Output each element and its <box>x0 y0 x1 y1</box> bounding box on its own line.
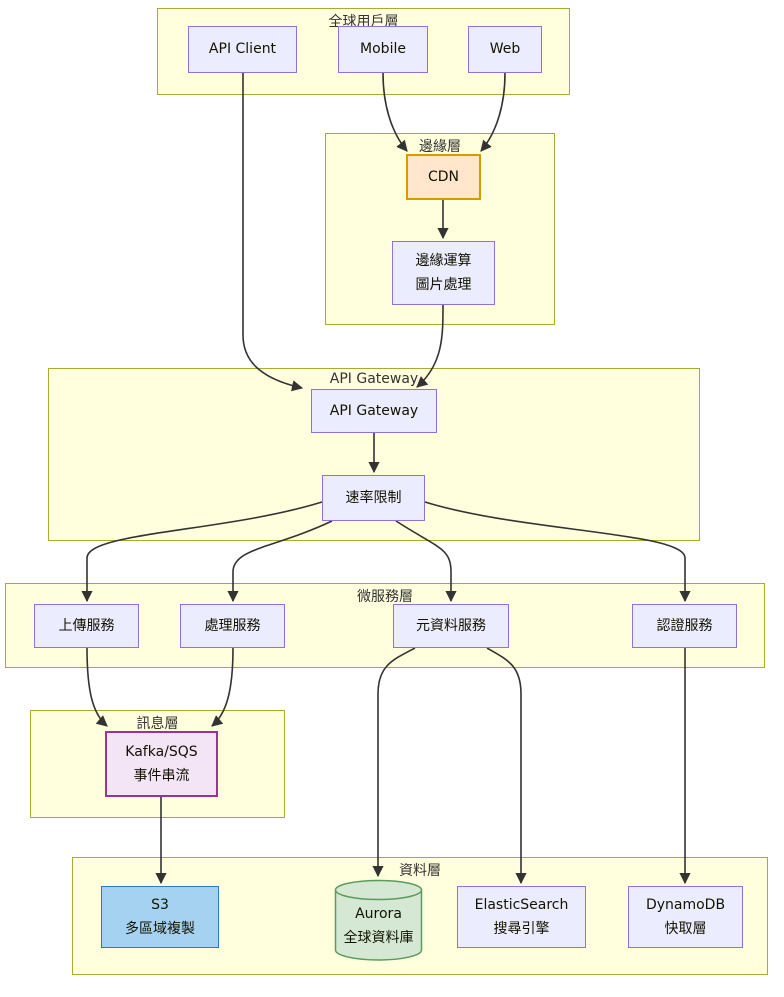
node-api-gateway: API Gateway <box>311 389 437 433</box>
node-rate-limit-label: 速率限制 <box>345 489 402 506</box>
node-elasticsearch: ElasticSearch 搜尋引擎 <box>457 886 586 948</box>
node-edge-compute-line1: 邊緣運算 <box>415 252 472 269</box>
node-dynamodb: DynamoDB 快取層 <box>628 886 743 948</box>
node-cdn: CDN <box>406 154 481 200</box>
node-mobile-label: Mobile <box>360 41 406 58</box>
node-web-label: Web <box>489 41 521 58</box>
node-api-client-label: API Client <box>208 41 277 58</box>
layer-gateway-title: API Gateway <box>329 371 419 387</box>
node-metadata-service-label: 元資料服務 <box>416 617 486 634</box>
node-elasticsearch-line2: 搜尋引擎 <box>493 921 550 937</box>
node-dynamodb-line2: 快取層 <box>664 921 707 937</box>
edge-api-client-to-api-gateway <box>242 73 304 392</box>
node-auth-service: 認證服務 <box>632 604 737 648</box>
node-elasticsearch-line1: ElasticSearch <box>474 896 569 913</box>
node-auth-service-label: 認證服務 <box>656 617 713 634</box>
node-upload-service: 上傳服務 <box>34 604 139 648</box>
node-kafka-sqs-line1: Kafka/SQS <box>125 743 198 760</box>
node-dynamodb-line1: DynamoDB <box>645 896 726 913</box>
node-upload-service-label: 上傳服務 <box>58 617 115 634</box>
layer-data-title: 資料層 <box>399 863 441 879</box>
layer-messaging-title: 訊息層 <box>136 716 179 732</box>
node-edge-compute-line2: 圖片處理 <box>415 277 472 293</box>
node-processing-service-label: 處理服務 <box>204 617 261 634</box>
node-aurora-text: Aurora 全球資料庫 <box>344 892 414 951</box>
node-processing-service: 處理服務 <box>180 604 285 648</box>
node-aurora-line1: Aurora <box>355 905 402 922</box>
node-metadata-service: 元資料服務 <box>393 604 509 648</box>
node-aurora-line2: 全球資料庫 <box>343 930 414 946</box>
node-kafka-sqs-line2: 事件串流 <box>133 768 190 784</box>
node-cdn-label: CDN <box>427 168 460 185</box>
node-api-client: API Client <box>188 26 297 73</box>
node-mobile: Mobile <box>338 26 428 73</box>
node-s3-line1: S3 <box>151 896 169 913</box>
node-aurora: Aurora 全球資料庫 <box>334 879 423 963</box>
node-rate-limit: 速率限制 <box>322 475 425 521</box>
node-s3-line2: 多區域複製 <box>125 921 195 937</box>
node-web: Web <box>468 26 542 73</box>
node-edge-compute: 邊緣運算 圖片處理 <box>392 241 495 305</box>
node-kafka-sqs: Kafka/SQS 事件串流 <box>105 731 218 797</box>
node-s3: S3 多區域複製 <box>101 886 219 948</box>
database-cylinder-icon <box>334 879 423 961</box>
layer-edge-title: 邊緣層 <box>419 139 461 155</box>
edge-metadata-to-elasticsearch <box>486 647 527 885</box>
layer-microservices-title: 微服務層 <box>357 589 413 605</box>
node-api-gateway-label: API Gateway <box>329 402 419 419</box>
edge-metadata-to-aurora <box>372 647 416 878</box>
